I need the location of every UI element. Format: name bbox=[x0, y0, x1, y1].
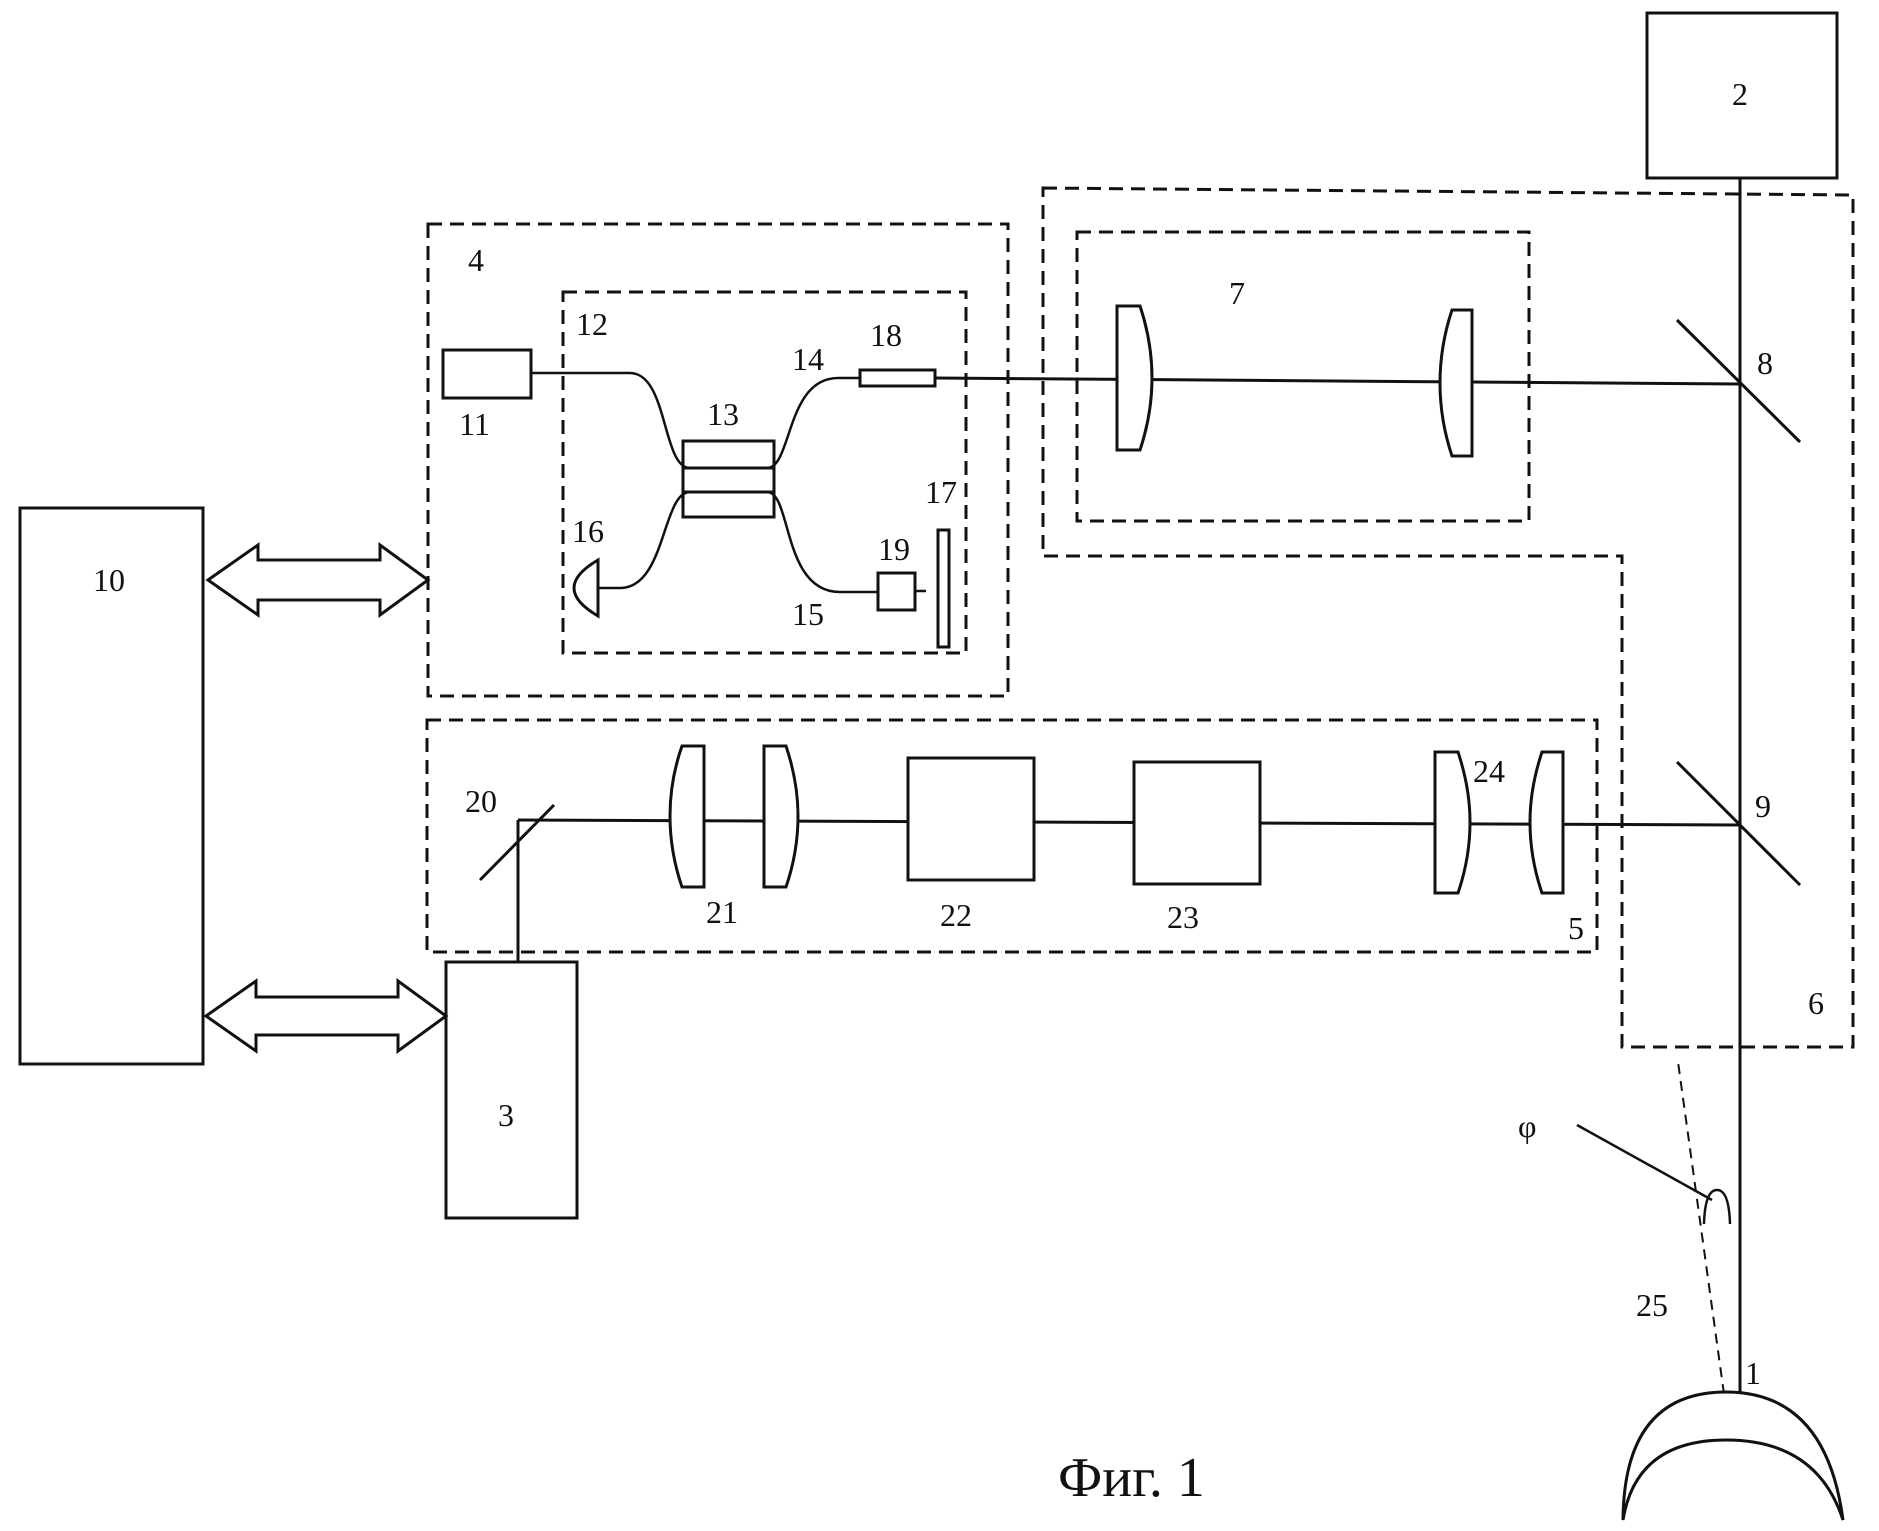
label-23: 23 bbox=[1167, 899, 1199, 935]
label-11: 11 bbox=[459, 406, 490, 442]
label-2: 2 bbox=[1732, 76, 1748, 112]
label-6: 6 bbox=[1808, 985, 1824, 1021]
lens-24-left bbox=[1435, 752, 1470, 893]
label-17: 17 bbox=[925, 474, 957, 510]
coupler-13-mid bbox=[683, 468, 774, 492]
module-7-lens-right bbox=[1440, 310, 1472, 456]
double-arrow-10-to-3 bbox=[206, 981, 446, 1051]
label-22: 22 bbox=[940, 897, 972, 933]
block-3 bbox=[446, 962, 577, 1218]
fiber-to-16 bbox=[598, 492, 690, 588]
label-13: 13 bbox=[707, 396, 739, 432]
label-16: 16 bbox=[572, 513, 604, 549]
source-11 bbox=[443, 350, 531, 398]
label-7: 7 bbox=[1229, 275, 1245, 311]
label-5: 5 bbox=[1568, 910, 1584, 946]
label-21: 21 bbox=[706, 894, 738, 930]
collimator-18 bbox=[860, 370, 935, 386]
label-15: 15 bbox=[792, 596, 824, 632]
lens-24-right bbox=[1530, 752, 1563, 893]
eye-1 bbox=[1623, 1392, 1843, 1520]
double-arrow-10-to-4 bbox=[208, 545, 428, 615]
object-25 bbox=[1704, 1190, 1730, 1224]
coupler-13-top bbox=[683, 441, 774, 468]
lens-21-right bbox=[764, 746, 798, 887]
label-9: 9 bbox=[1755, 788, 1771, 824]
label-14: 14 bbox=[792, 341, 824, 377]
detector-19 bbox=[878, 573, 915, 610]
lens-21-left bbox=[670, 746, 704, 887]
fiber-12 bbox=[531, 373, 690, 468]
module-7-lens-left bbox=[1117, 306, 1152, 450]
label-18: 18 bbox=[870, 317, 902, 353]
label-20: 20 bbox=[465, 783, 497, 819]
label-4: 4 bbox=[468, 242, 484, 278]
fiber-14 bbox=[767, 378, 860, 468]
label-24: 24 bbox=[1473, 753, 1505, 789]
phi-leader-line bbox=[1577, 1125, 1712, 1200]
label-8: 8 bbox=[1757, 345, 1773, 381]
module-6-boundary bbox=[1043, 188, 1853, 1047]
label-25: 25 bbox=[1636, 1287, 1668, 1323]
upper-beam-path bbox=[935, 378, 1740, 384]
label-1: 1 bbox=[1745, 1355, 1761, 1391]
deflected-beam-line bbox=[1678, 1062, 1724, 1394]
label-phi: φ bbox=[1518, 1108, 1536, 1144]
label-3: 3 bbox=[498, 1097, 514, 1133]
coupler-13-bottom bbox=[683, 492, 774, 517]
plate-17 bbox=[938, 530, 949, 647]
block-22 bbox=[908, 758, 1034, 880]
label-10: 10 bbox=[93, 562, 125, 598]
label-19: 19 bbox=[878, 531, 910, 567]
fiber-15 bbox=[767, 492, 878, 592]
element-16 bbox=[574, 560, 598, 616]
figure-caption: Фиг. 1 bbox=[1058, 1447, 1205, 1509]
block-23 bbox=[1134, 762, 1260, 884]
label-12: 12 bbox=[576, 306, 608, 342]
